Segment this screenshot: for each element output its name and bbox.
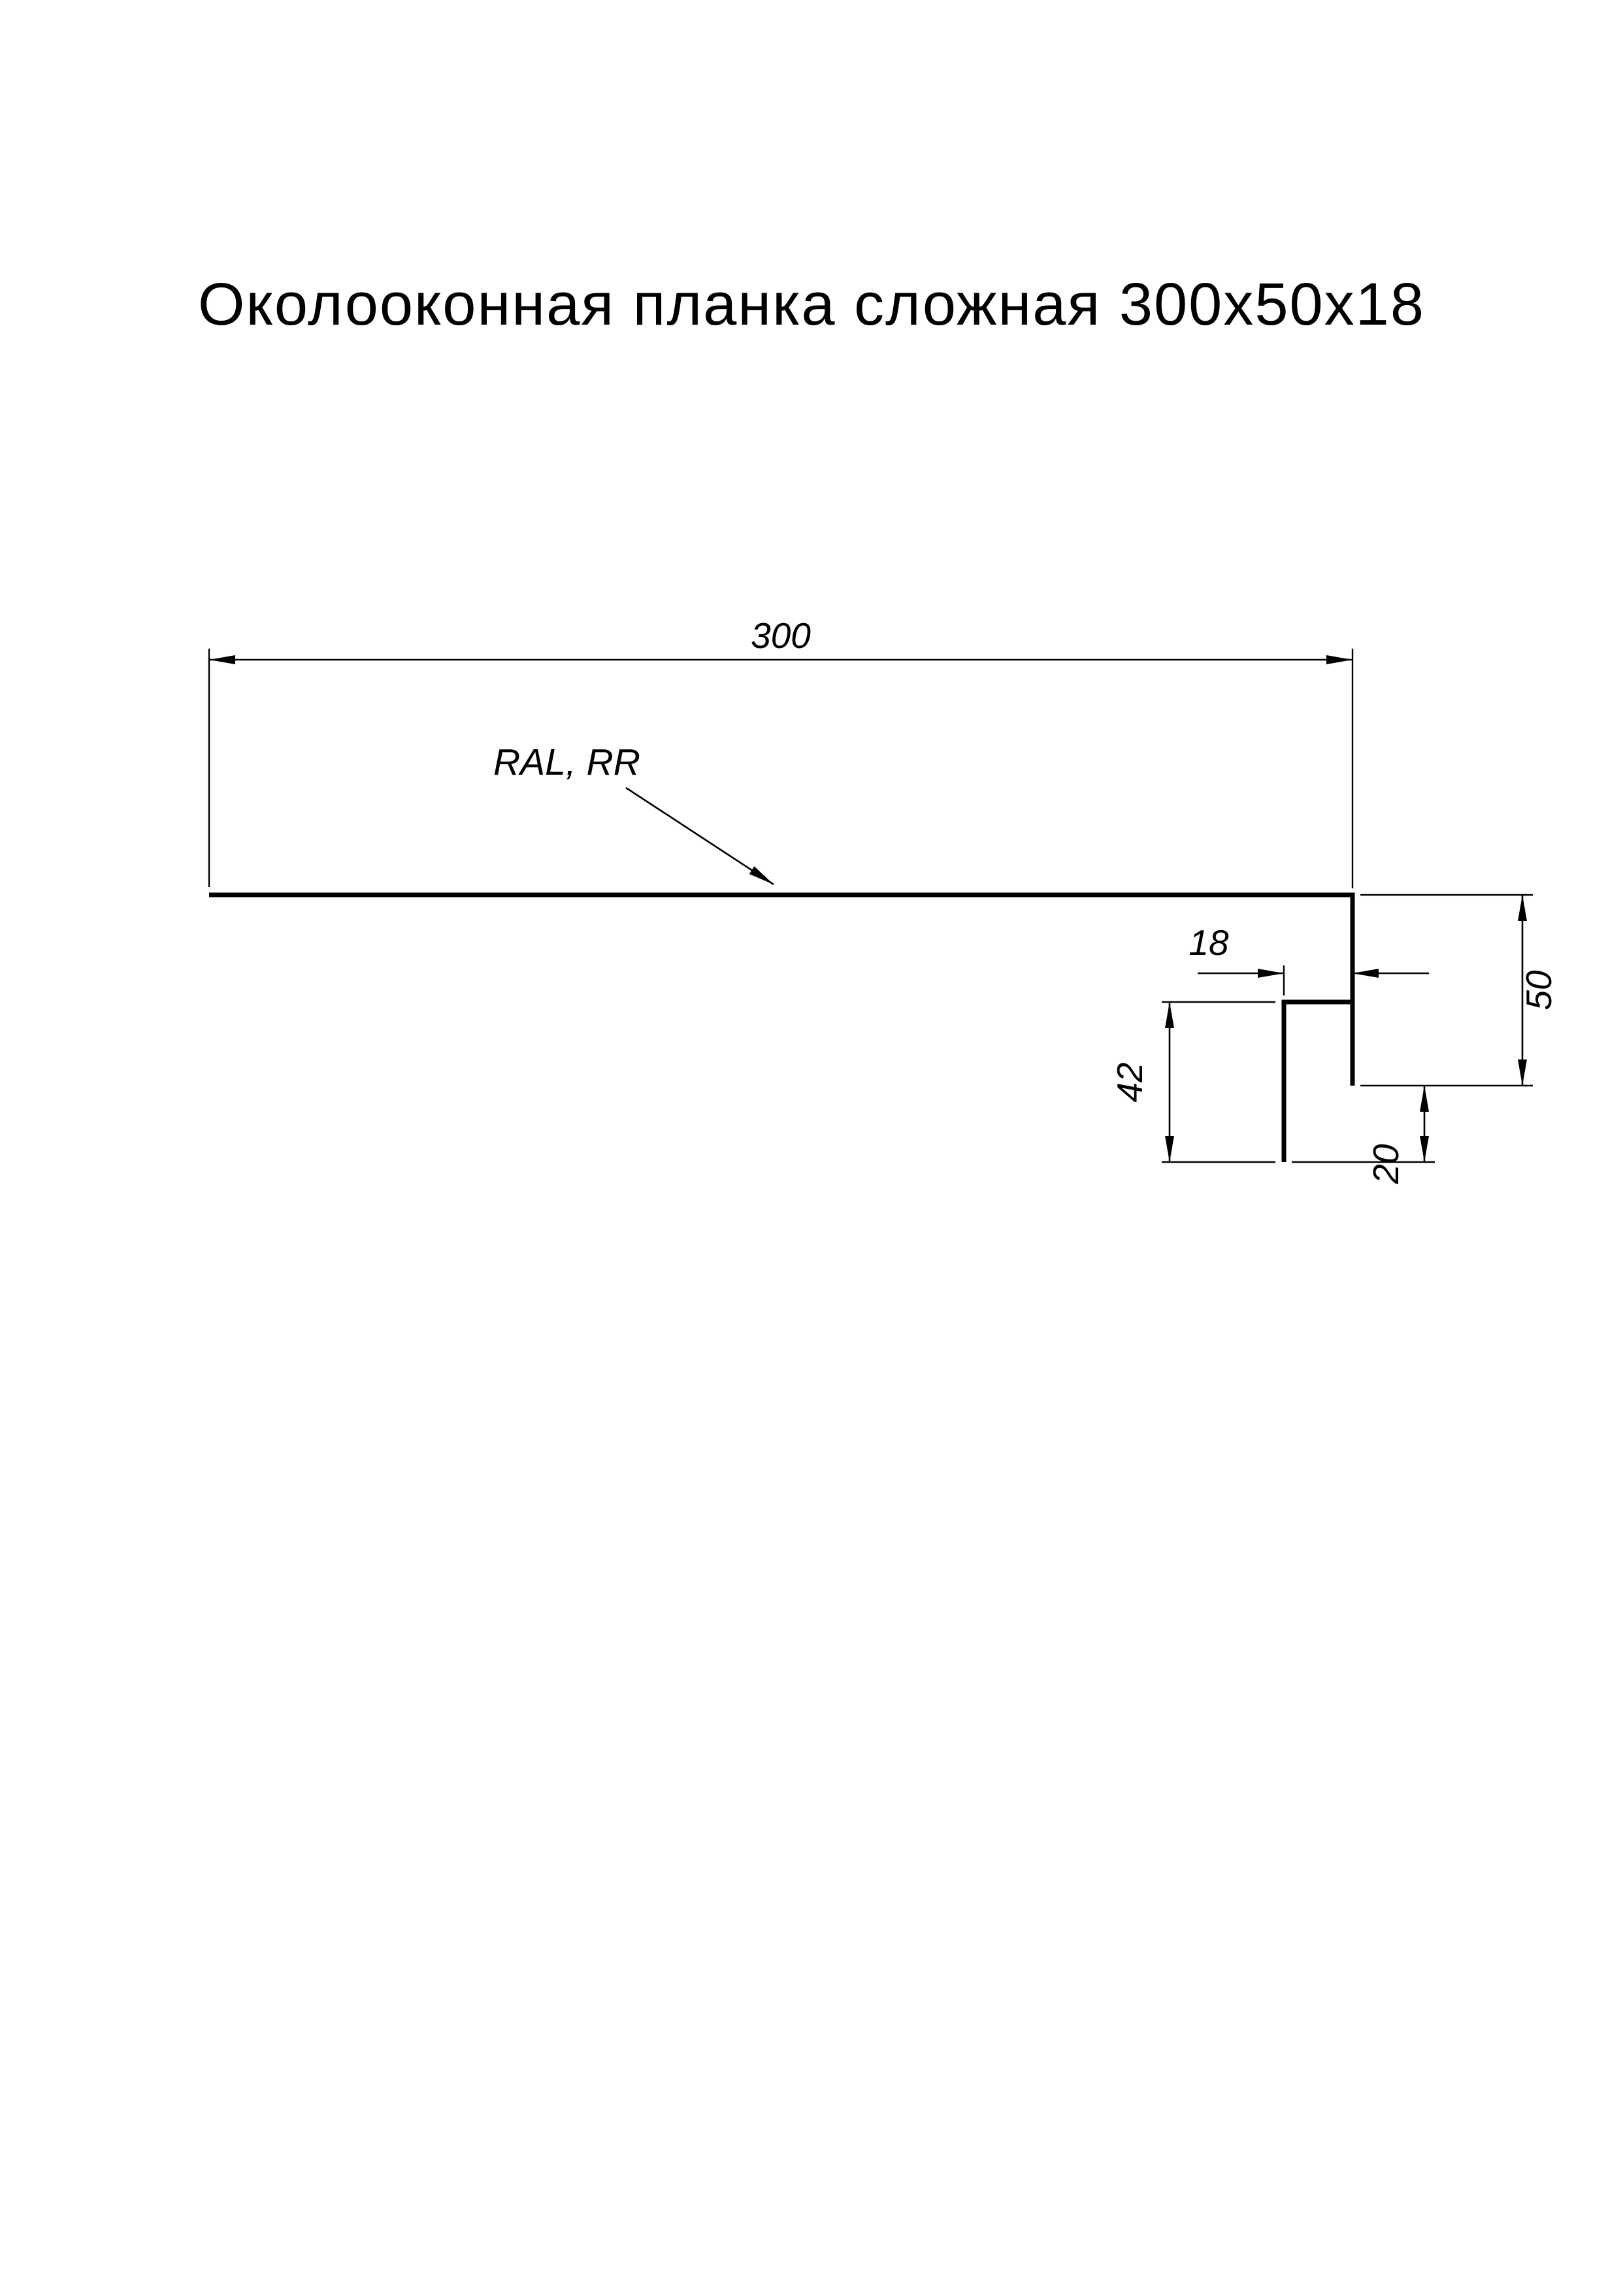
drawing-title: Околооконная планка сложная 300х50х18 xyxy=(198,271,1425,338)
dim-18-label: 18 xyxy=(1189,922,1229,963)
dimension-18: 18 xyxy=(1189,922,1429,995)
dim-42-label: 42 xyxy=(1109,1062,1150,1102)
coating-callout: RAL, RR xyxy=(493,741,774,886)
dim-20-label: 20 xyxy=(1366,1144,1406,1185)
profile-step-outline xyxy=(1281,999,1352,1162)
profile-main-outline xyxy=(209,892,1355,1086)
dimension-42: 42 xyxy=(1109,1001,1275,1163)
dimension-50: 50 xyxy=(1360,894,1559,1087)
dim-50-label: 50 xyxy=(1518,970,1559,1011)
coating-label: RAL, RR xyxy=(493,741,640,783)
coating-leader-line xyxy=(625,786,774,886)
dimension-20: 20 xyxy=(1292,1086,1435,1185)
dim-300-label: 300 xyxy=(751,615,811,656)
dimension-300: 300 xyxy=(208,615,1354,888)
